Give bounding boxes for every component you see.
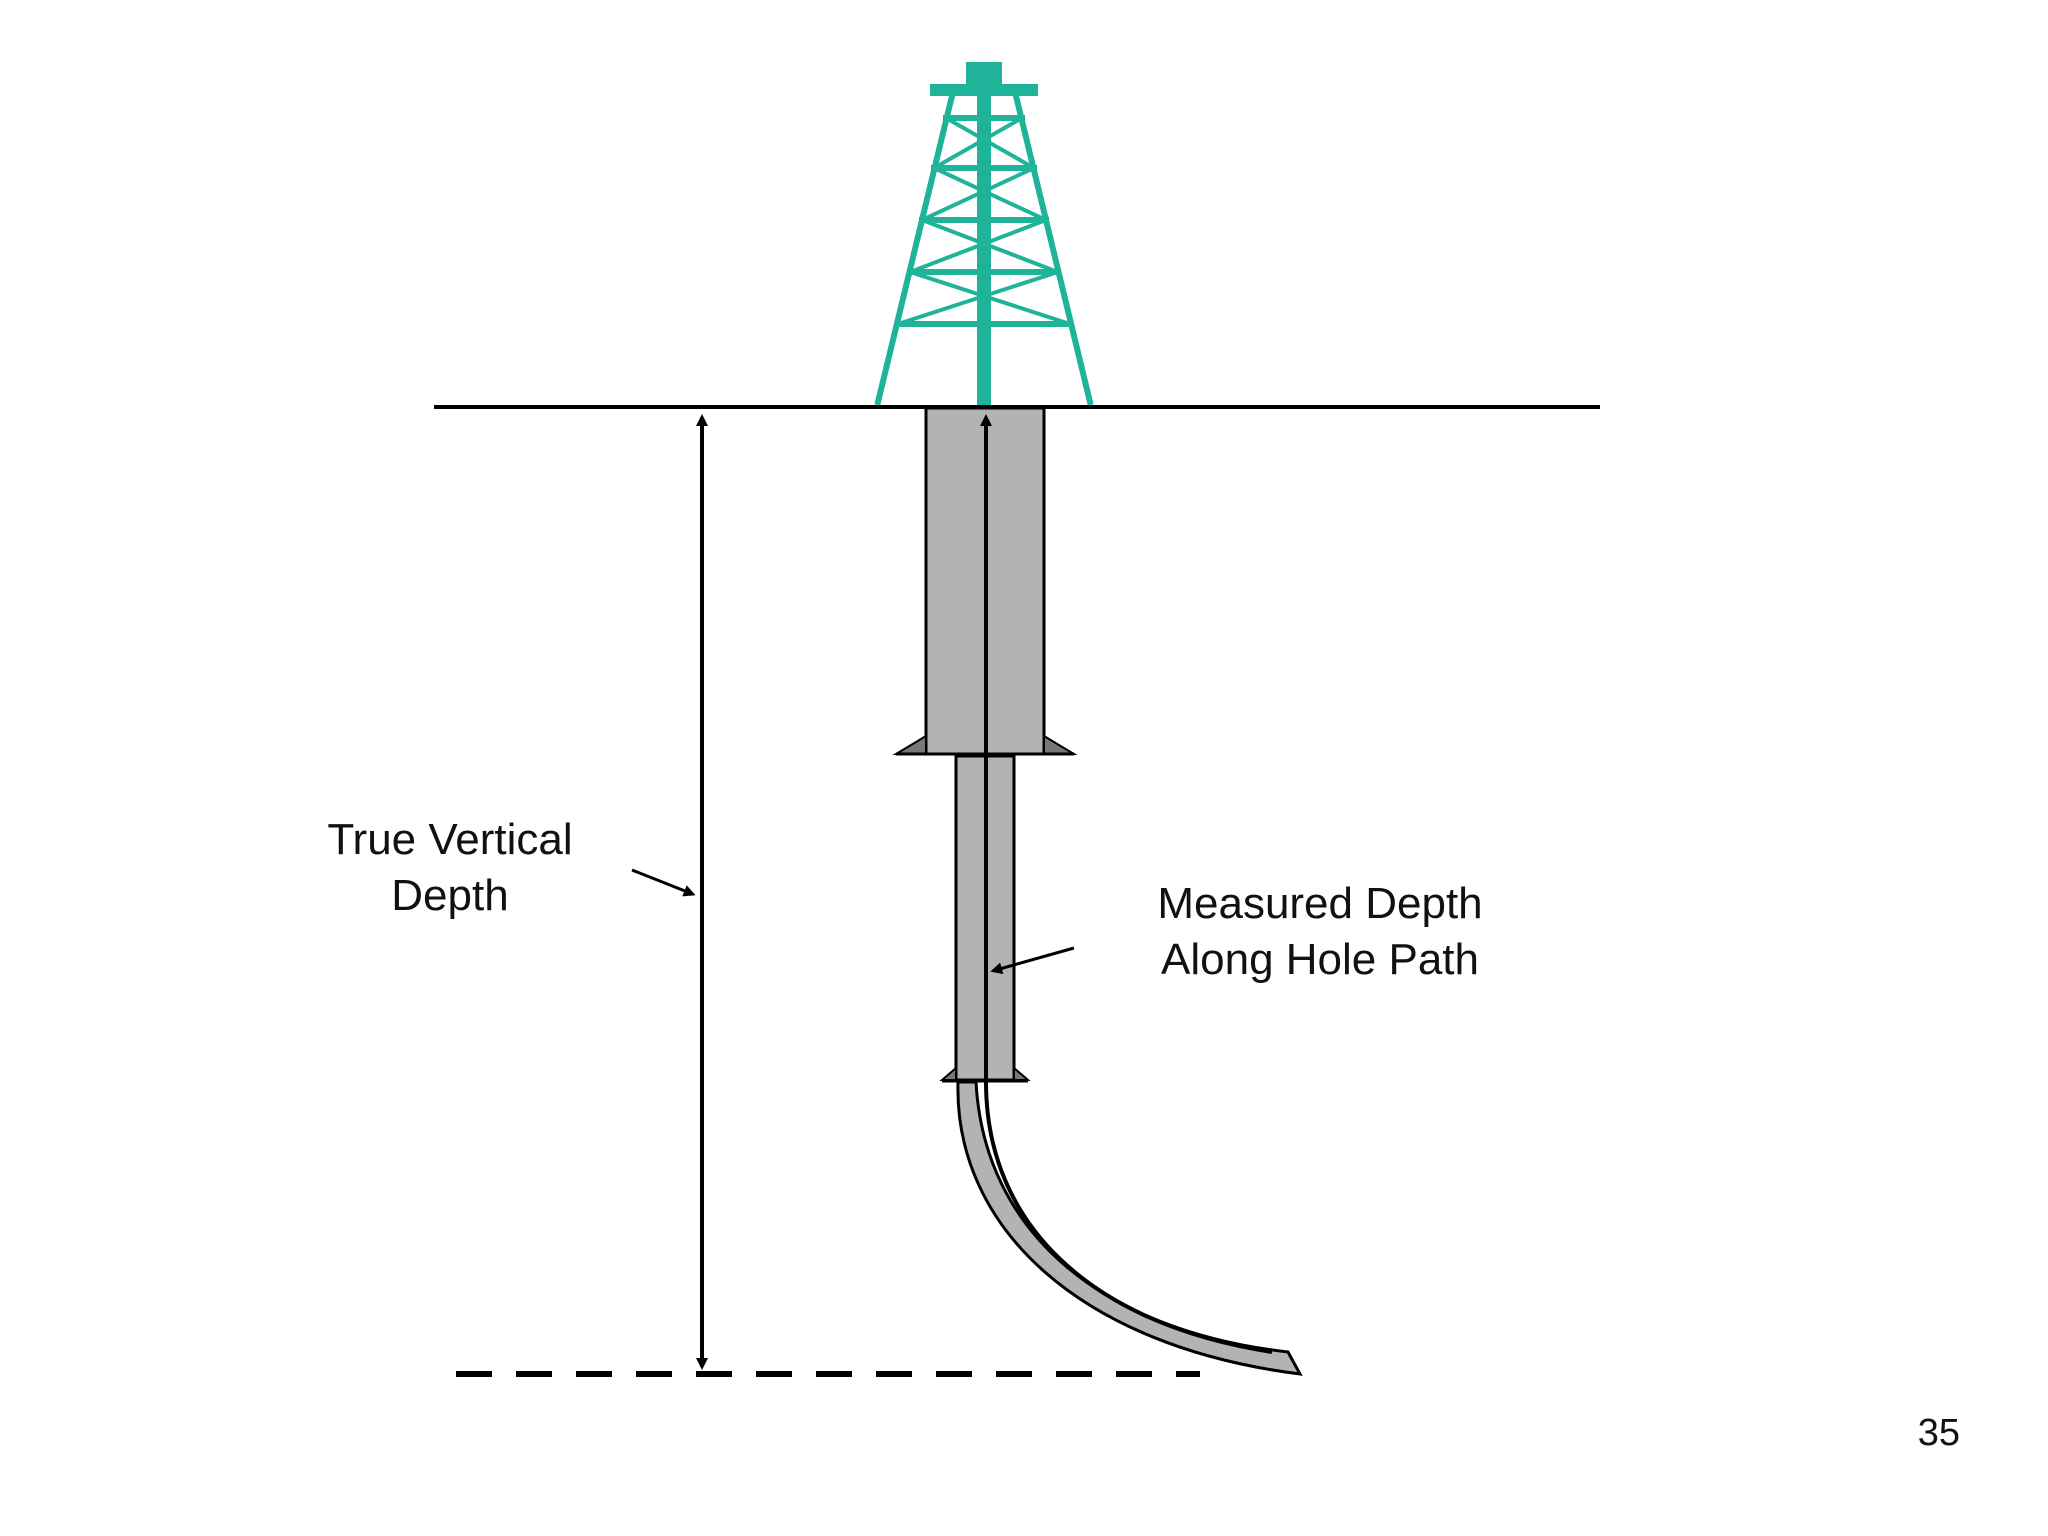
page-number: 35 [1917,1412,1960,1454]
deviated-open-hole [956,1080,1303,1376]
tvd-label-line1: True Vertical [327,815,573,864]
md-label-line1: Measured Depth [1157,879,1483,928]
measured-depth-label: Measured Depth Along Hole Path [1120,876,1520,988]
md-label-line2: Along Hole Path [1161,935,1479,984]
oil-derrick-icon [874,62,1094,409]
tvd-leader-arrow [631,868,696,897]
tvd-label-line2: Depth [391,871,509,920]
md-leader-arrow [990,946,1075,975]
true-vertical-depth-label: True Vertical Depth [290,812,610,924]
measured-depth-path [980,414,1273,1354]
